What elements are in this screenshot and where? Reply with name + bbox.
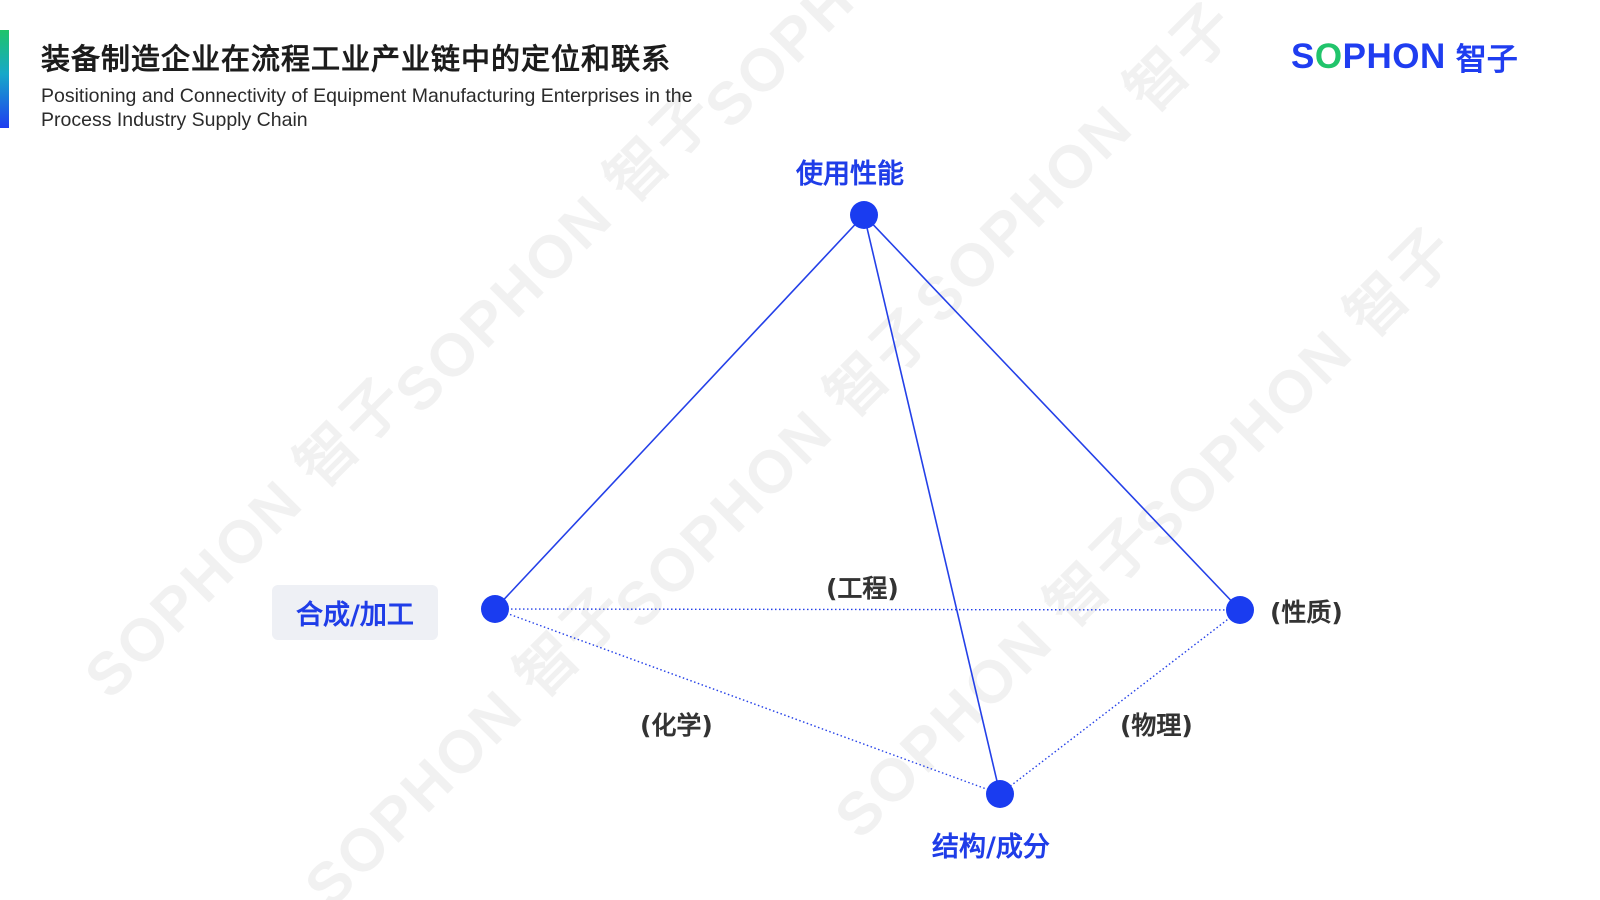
logo-wordmark: SOPHON xyxy=(1291,37,1446,77)
node-left xyxy=(481,595,509,623)
edge-top-right xyxy=(863,214,1241,611)
edge-left-right xyxy=(494,608,1241,611)
edge-top-bottom xyxy=(863,214,1001,795)
logo-letter-o: O xyxy=(1314,36,1343,76)
page-title: 装备制造企业在流程工业产业链中的定位和联系 xyxy=(41,42,672,76)
edge-right-bottom xyxy=(999,609,1241,795)
node-right xyxy=(1226,596,1254,624)
node-label-top: 使用性能 xyxy=(796,159,904,190)
logo-chinese: 智子 xyxy=(1455,42,1518,78)
edge-left-bottom xyxy=(494,608,1001,795)
node-label-left: 合成/加工 xyxy=(272,585,438,640)
edge-label-chemistry: (化学) xyxy=(640,711,713,740)
edge-top-left xyxy=(494,214,865,610)
logo-letter-s: S xyxy=(1291,36,1315,76)
node-bottom xyxy=(986,780,1014,808)
node-top xyxy=(850,201,878,229)
page-subtitle: Positioning and Connectivity of Equipmen… xyxy=(41,85,693,131)
sophon-logo: SOPHON 智子 xyxy=(1291,34,1518,79)
edge-label-physics: (物理) xyxy=(1120,711,1193,740)
node-label-right: (性质) xyxy=(1270,598,1343,627)
logo-letters-phon: PHON xyxy=(1342,36,1446,76)
node-label-bottom: 结构/成分 xyxy=(932,832,1050,863)
edge-label-engineering: (工程) xyxy=(826,574,899,603)
header-accent-bar xyxy=(0,30,9,128)
